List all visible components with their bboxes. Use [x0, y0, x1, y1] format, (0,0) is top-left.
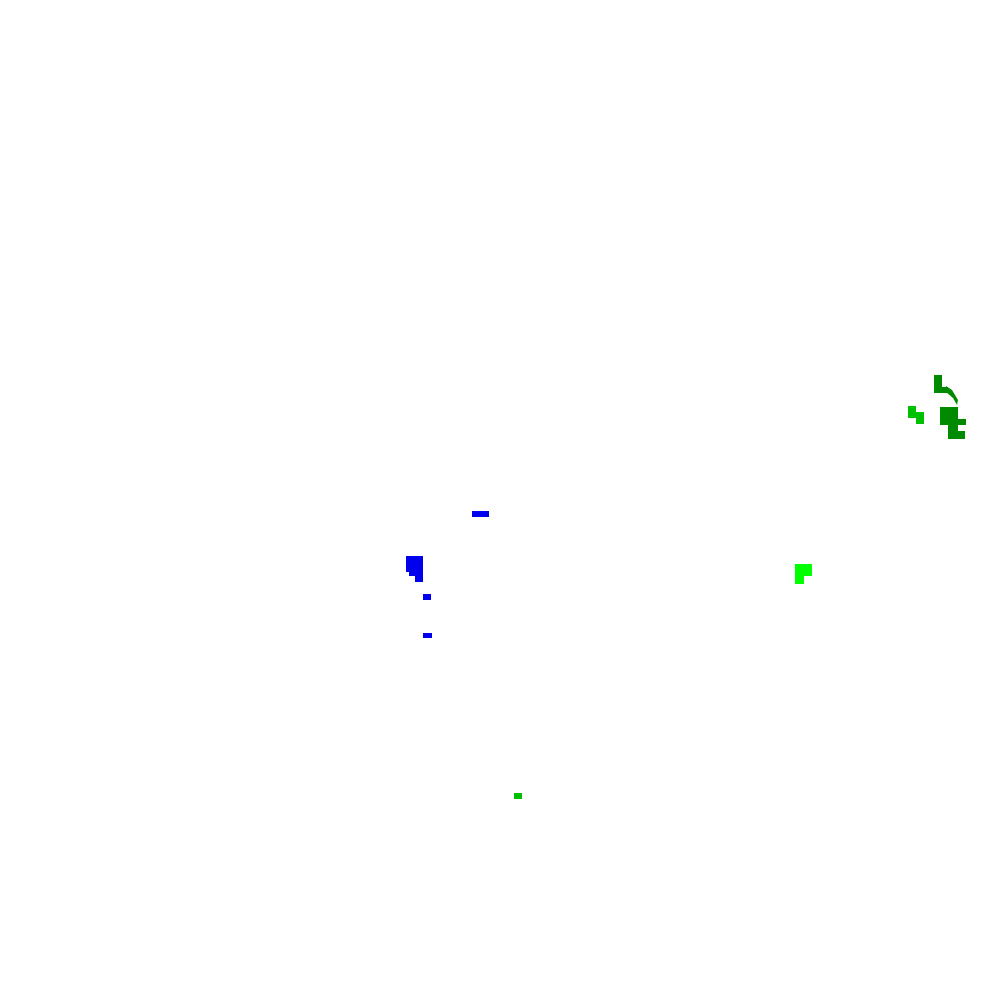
dark-green-cluster-part: [940, 407, 958, 425]
blue-cluster: [406, 556, 423, 582]
mid-green-small-cluster: [908, 406, 924, 424]
mid-green-small-cluster-part: [916, 416, 924, 424]
dark-green-cluster-part: [934, 375, 942, 393]
dark-green-cluster-part: [946, 386, 958, 405]
blue-dot-lower-part: [423, 633, 432, 638]
dark-green-cluster: [934, 375, 966, 439]
blue-cluster-part: [409, 572, 417, 576]
bright-green-blob-part: [802, 564, 812, 576]
blue-dash: [472, 511, 489, 517]
blue-cluster-part: [406, 556, 423, 572]
blue-dash-part: [472, 511, 489, 517]
dark-green-cluster-part: [948, 431, 965, 439]
mid-green-dot-part: [514, 793, 522, 799]
mid-green-dot: [514, 793, 522, 799]
mid-green-small-cluster-part: [908, 406, 916, 418]
blue-dot-upper: [423, 594, 431, 600]
dark-green-cluster-part: [948, 425, 958, 433]
bright-green-blob-part: [795, 564, 804, 584]
bright-green-blob: [795, 564, 812, 584]
blue-dot-lower: [423, 633, 432, 638]
mid-green-small-cluster-part: [914, 412, 924, 418]
dark-green-cluster-part: [956, 419, 966, 425]
blue-cluster-part: [415, 572, 423, 582]
dark-green-cluster-part: [934, 387, 948, 393]
blue-dot-upper-part: [423, 594, 431, 600]
